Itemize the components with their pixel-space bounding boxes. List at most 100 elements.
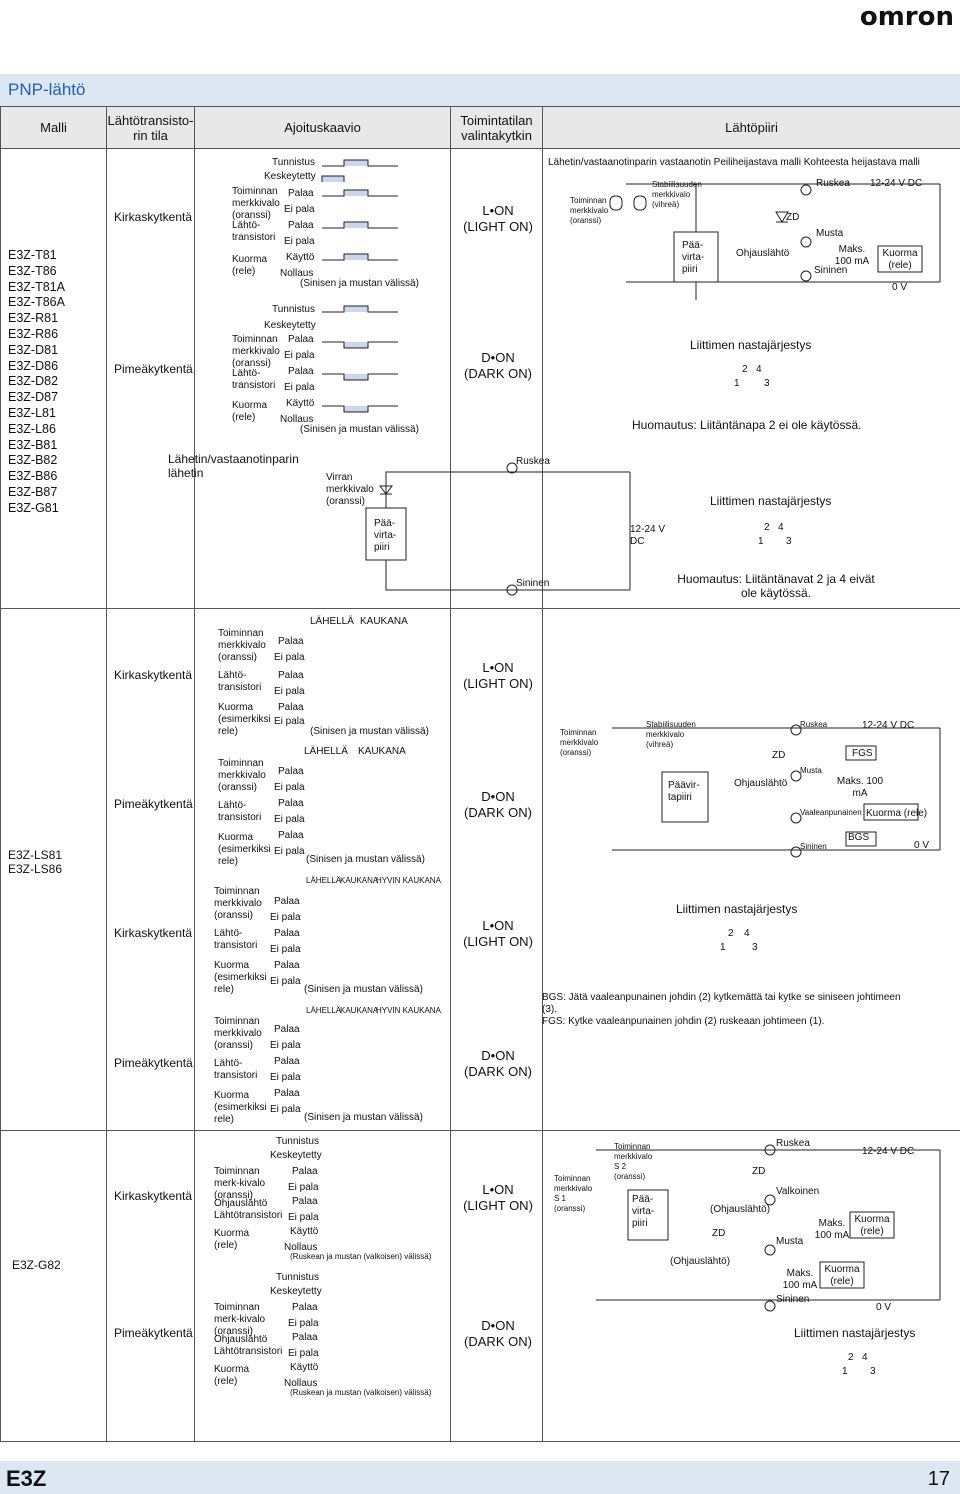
pin-3: 3 <box>752 942 758 953</box>
circuit-label: 12-24 V DC <box>862 1146 915 1157</box>
timing-label: Kuorma (esimerkiksi rele) <box>218 702 271 737</box>
timing-label: Kuorma (esimerkiksi rele) <box>214 960 267 995</box>
circuit-label: Kuorma (rele) <box>866 808 928 819</box>
switch-g3-2: D•ON (DARK ON) <box>464 1318 532 1349</box>
terminal-1-icon <box>800 184 812 196</box>
switch-g2-1: L•ON (LIGHT ON) <box>463 660 533 691</box>
terminal-2-icon <box>790 812 802 824</box>
pin-2: 2 <box>764 522 770 533</box>
timing-label: Käyttö <box>286 252 315 263</box>
timing-label: (Sinisen ja mustan välissä) <box>310 726 429 737</box>
switch-g2-2: D•ON (DARK ON) <box>464 789 532 820</box>
timing-label: Toiminnan merkkivalo (oranssi) <box>218 628 266 663</box>
timing-very-far: HYVIN KAUKANA <box>376 876 441 885</box>
timing-label: Nollaus <box>284 1242 318 1253</box>
mode-light-g1: Kirkaskytkentä <box>114 210 193 224</box>
mode-g2-1: Kirkaskytkentä <box>114 668 193 682</box>
terminal-3-icon <box>790 846 802 858</box>
section-title: PNP-lähtö <box>8 80 86 99</box>
led-green-icon <box>633 195 647 211</box>
circuit-label: Kuorma (rele) <box>854 1214 890 1237</box>
pin-1: 1 <box>720 942 726 953</box>
terminal-1-icon <box>506 462 518 474</box>
timing-label: Kuorma (rele) <box>232 400 268 423</box>
circuit-label: Maks. 100 mA <box>814 1218 850 1241</box>
timing-label: Palaa <box>278 670 304 681</box>
timing-label: Lähtö-transistori <box>232 220 276 243</box>
timing-label: (Ruskean ja mustan (valkoisen) välissä) <box>290 1388 432 1397</box>
switch-g2-3: L•ON (LIGHT ON) <box>463 918 533 949</box>
timing-label: Palaa <box>278 636 304 647</box>
switch-dark-g1: D•ON (DARK ON) <box>464 350 532 381</box>
timing-label: Ei pala <box>274 814 305 825</box>
circuit-label: Pää-virta-piiri <box>632 1194 655 1229</box>
connector-title-g2: Liittimen nastajärjestys <box>676 902 798 916</box>
timing-label: Toiminnan merkkivalo (oranssi) <box>232 334 280 369</box>
circuit-label: ZD <box>752 1166 766 1177</box>
circuit-label: Vaaleanpunainen <box>800 808 862 817</box>
timing-label: Palaa <box>274 960 300 971</box>
switch-g3-1: L•ON (LIGHT ON) <box>463 1182 533 1213</box>
timing-label: Ei pala <box>270 912 301 923</box>
timing-label: Palaa <box>274 1056 300 1067</box>
timing-label: Nollaus <box>280 414 314 425</box>
circuit-label: Kuorma (rele) <box>824 1264 860 1287</box>
timing-label: Palaa <box>288 334 314 345</box>
circuit-label: Musta <box>816 228 844 239</box>
timing-label: (Sinisen ja mustan välissä) <box>300 424 419 435</box>
circuit-label: Valkoinen <box>776 1186 820 1197</box>
circuit-label: Pää-virta-piiri <box>682 240 705 275</box>
circuit-label: Kuorma (rele) <box>882 248 918 271</box>
timing-label: Kuorma (esimerkiksi rele) <box>218 832 271 867</box>
timing-label: Palaa <box>292 1166 318 1177</box>
col-header-circuit: Lähtöpiiri <box>542 106 960 149</box>
circuit-label: ZD <box>712 1228 726 1239</box>
circuit-label: ZD <box>786 212 800 223</box>
circuit-label: 0 V <box>914 840 930 851</box>
timing-label: Ei pala <box>270 1072 301 1083</box>
timing-label: Palaa <box>288 188 314 199</box>
timing-label: Ei pala <box>274 716 305 727</box>
timing-label: (Sinisen ja mustan välissä) <box>304 1112 423 1123</box>
pin-2: 2 <box>848 1352 854 1363</box>
timing-label: Kuorma (rele) <box>214 1228 250 1251</box>
receiver-circuit-g3 <box>596 1144 941 1312</box>
timing-label: (Ruskean ja mustan (valkoisen) välissä) <box>290 1252 432 1261</box>
pin-2: 2 <box>728 928 734 939</box>
timing-label: Palaa <box>278 830 304 841</box>
connector-title-emitter: Liittimen nastajärjestys <box>710 494 832 508</box>
receiver-circuit-g2 <box>612 724 941 858</box>
timing-label: Toiminnan merkkivalo (oranssi) <box>214 1016 262 1051</box>
models-group1: E3Z-T81 E3Z-T86 E3Z-T81A E3Z-T86A E3Z-R8… <box>8 248 65 515</box>
timing-label: Toiminnan merk-kivalo (oranssi) <box>214 1302 266 1337</box>
terminal-3-icon <box>506 584 518 596</box>
timing-label: Ei pala <box>284 350 315 361</box>
timing-label: (Sinisen ja mustan välissä) <box>300 278 419 289</box>
switch-light-g1: L•ON (LIGHT ON) <box>463 203 533 234</box>
mode-g3-1: Kirkaskytkentä <box>114 1189 193 1203</box>
timing-label: Palaa <box>274 896 300 907</box>
circuit-label: Ohjauslähtö <box>734 778 788 789</box>
timing-label: Nollaus <box>284 1378 318 1389</box>
circuit-label: Ohjauslähtö <box>736 248 790 259</box>
timing-very-far: HYVIN KAUKANA <box>376 1006 441 1015</box>
timing-label: Toiminnan merkkivalo (oranssi) <box>232 186 280 221</box>
circuit-label: 0 V <box>892 282 908 293</box>
timing-label: Ohjauslähtö Lähtötransistori <box>214 1334 283 1357</box>
timing-label: Ei pala <box>284 204 315 215</box>
pin-1: 1 <box>842 1366 848 1377</box>
timing-label: Ei pala <box>270 944 301 955</box>
mode-g2-3: Kirkaskytkentä <box>114 926 193 940</box>
note: Huomautus: Liitäntänapa 2 ei ole käytöss… <box>632 418 862 432</box>
timing-label: (Sinisen ja mustan välissä) <box>304 984 423 995</box>
terminal-3-icon <box>800 270 812 282</box>
connector-title-g3: Liittimen nastajärjestys <box>794 1326 916 1340</box>
timing-label: Ei pala <box>274 782 305 793</box>
timing-far: KAUKANA <box>340 876 379 885</box>
emitter-led-label: Virran merkkivalo (oranssi) <box>326 472 374 507</box>
circuit-label: Sininen <box>814 265 848 276</box>
timing-label: Käyttö <box>290 1226 319 1237</box>
terminal-1-icon <box>764 1144 776 1156</box>
timing-label: (Sinisen ja mustan välissä) <box>306 854 425 865</box>
